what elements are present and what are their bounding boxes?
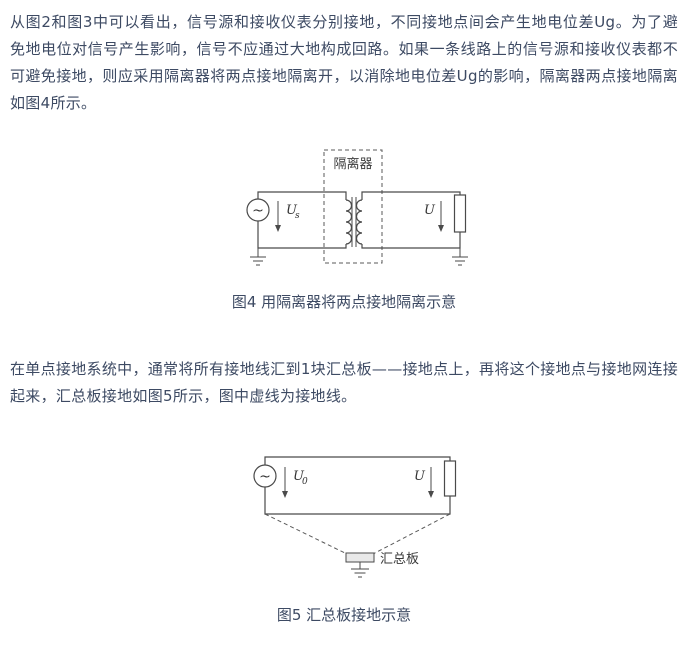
figure-5-diagram: ~ U 0 U 汇总板: [253, 456, 457, 578]
load-voltage-label: U: [424, 203, 436, 218]
figure-4-diagram: 隔离器 ~: [246, 149, 468, 266]
source-voltage-arrow: [275, 201, 281, 232]
load-resistor: [443, 460, 457, 497]
isolator-label: 隔离器: [333, 156, 372, 172]
source-voltage-label: U: [293, 469, 305, 484]
circuit-wires: [257, 191, 461, 249]
load-voltage-arrow: [428, 467, 434, 498]
bus-board: [345, 552, 375, 563]
load-resistor: [453, 194, 467, 233]
paragraph-grounding-intro: 从图2和图3中可以看出，信号源和接收仪表分别接地，不同接地点间会产生地电位差Ug…: [10, 13, 678, 112]
bus-board-label: 汇总板: [380, 552, 419, 567]
source-voltage-subscript: 0: [302, 477, 308, 487]
load-voltage-arrow: [438, 201, 444, 232]
circuit-wires: [264, 456, 451, 515]
paragraph-single-point-grounding: 在单点接地系统中，通常将所有接地线汇到1块汇总板——接地点上，再将这个接地点与接…: [10, 360, 678, 405]
source-voltage-subscript: s: [295, 211, 300, 221]
figure-5-caption: 图5 汇总板接地示意: [276, 606, 412, 624]
ground-icon-right: [452, 248, 468, 266]
source-voltage-arrow: [282, 467, 288, 498]
ac-source-icon: ~: [253, 464, 277, 488]
isolator-dashed-box: [323, 149, 383, 264]
source-voltage-label: U: [286, 203, 298, 218]
figure-5: ~ U 0 U 汇总板: [10, 434, 678, 625]
ac-source-symbol: ~: [252, 203, 264, 219]
ground-icon-left: [250, 248, 266, 266]
dashed-ground-wires: [264, 513, 451, 555]
transformer-icon: [345, 197, 363, 247]
figure-4: 隔离器 ~: [10, 147, 678, 312]
ground-icon: [351, 562, 369, 578]
figure-4-caption: 图4 用隔离器将两点接地隔离示意: [231, 293, 457, 311]
ac-source-symbol: ~: [259, 469, 271, 485]
load-voltage-label: U: [414, 469, 426, 484]
ac-source-icon: ~: [246, 198, 270, 222]
